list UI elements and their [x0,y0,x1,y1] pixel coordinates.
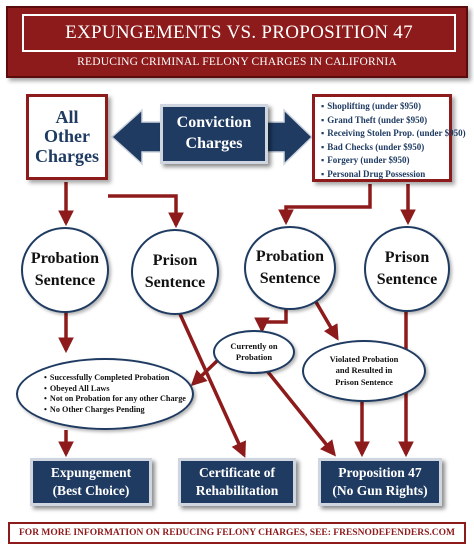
charge-item: Personal Drug Possession [321,169,445,183]
arrow-right-probation-to-violated [314,301,339,341]
violated-probation: Violated Probation and Resulted in Priso… [302,340,426,402]
charge-item: Grand Theft (under $950) [321,115,445,129]
right-probation-line-2: Sentence [259,270,321,287]
footer-info: FOR MORE INFORMATION ON REDUCING FELONY … [8,522,466,544]
certificate-line-2: Rehabilitation [195,483,279,498]
expungement-conditions: Successfully Completed Probation Obeyed … [16,358,194,430]
right-prison-sentence: Prison Sentence [364,226,450,312]
currently-on-probation: Currently on Probation [213,330,295,374]
current-line-2: Probation [235,352,273,362]
charge-item: Receiving Stolen Prop. (under $950) [321,128,465,142]
arrow-current-to-conditions [190,358,220,387]
condition-item: Obeyed All Laws [44,384,186,395]
left-prison-sentence: Prison Sentence [131,229,219,315]
right-probation-line-1: Probation [255,248,325,266]
arrow-list-to-right-probation [278,184,372,226]
page-subtitle: REDUCING CRIMINAL FELONY CHARGES IN CALI… [77,56,397,68]
prop47-line-1: Proposition 47 [338,465,422,481]
violated-line-2: and Resulted in [335,365,393,376]
condition-item: Successfully Completed Probation [44,373,186,384]
left-probation-line-2: Sentence [34,272,96,289]
left-prison-line-1: Prison [152,252,198,270]
arrow-current-to-prop47 [266,370,336,457]
right-prison-line-1: Prison [384,249,430,267]
left-prison-line-2: Sentence [144,274,206,291]
certificate-line-1: Certificate of [198,465,276,481]
all-other-line-3: Charges [35,145,99,166]
conviction-line-1: Conviction [176,114,252,132]
violated-line-3: Prison Sentence [335,376,393,387]
charge-item: Forgery (under $950) [321,155,445,169]
right-probation-sentence: Probation Sentence [244,226,336,310]
proposition-47-result: Proposition 47 (No Gun Rights) [318,458,442,506]
current-line-1: Currently on [230,340,278,351]
violated-line-1: Violated Probation [329,354,399,365]
all-other-line-2: Other [44,126,90,147]
condition-item: No Other Charges Pending [44,405,186,416]
page-title: EXPUNGEMENTS VS. PROPOSITION 47 [22,14,456,52]
conviction-charges-box: Conviction Charges [160,104,268,164]
all-other-line-1: All [55,106,79,127]
arrow-other-to-left-prison [108,194,184,229]
charge-item: Shoplifting (under $950) [321,101,445,115]
prop47-line-2: (No Gun Rights) [332,483,428,498]
right-prison-line-2: Sentence [376,271,438,288]
expungement-result: Expungement (Best Choice) [30,458,152,506]
certificate-result: Certificate of Rehabilitation [178,458,296,506]
arrow-left-prison-to-certificate [178,313,246,458]
conviction-line-2: Charges [185,135,243,152]
condition-item: Not on Probation for any other Charge [44,394,186,405]
prop47-charges-list: Shoplifting (under $950) Grand Theft (un… [312,94,466,183]
arrow-right-probation-to-current [254,308,288,334]
expungement-line-2: (Best Choice) [52,483,130,498]
expungement-line-1: Expungement [50,465,132,481]
charge-item: Bad Checks (under $950) [321,142,445,156]
left-probation-line-1: Probation [30,250,100,268]
header-banner: EXPUNGEMENTS VS. PROPOSITION 47 REDUCING… [6,6,468,78]
left-probation-sentence: Probation Sentence [21,227,109,313]
all-other-charges-box: All Other Charges [26,94,108,180]
